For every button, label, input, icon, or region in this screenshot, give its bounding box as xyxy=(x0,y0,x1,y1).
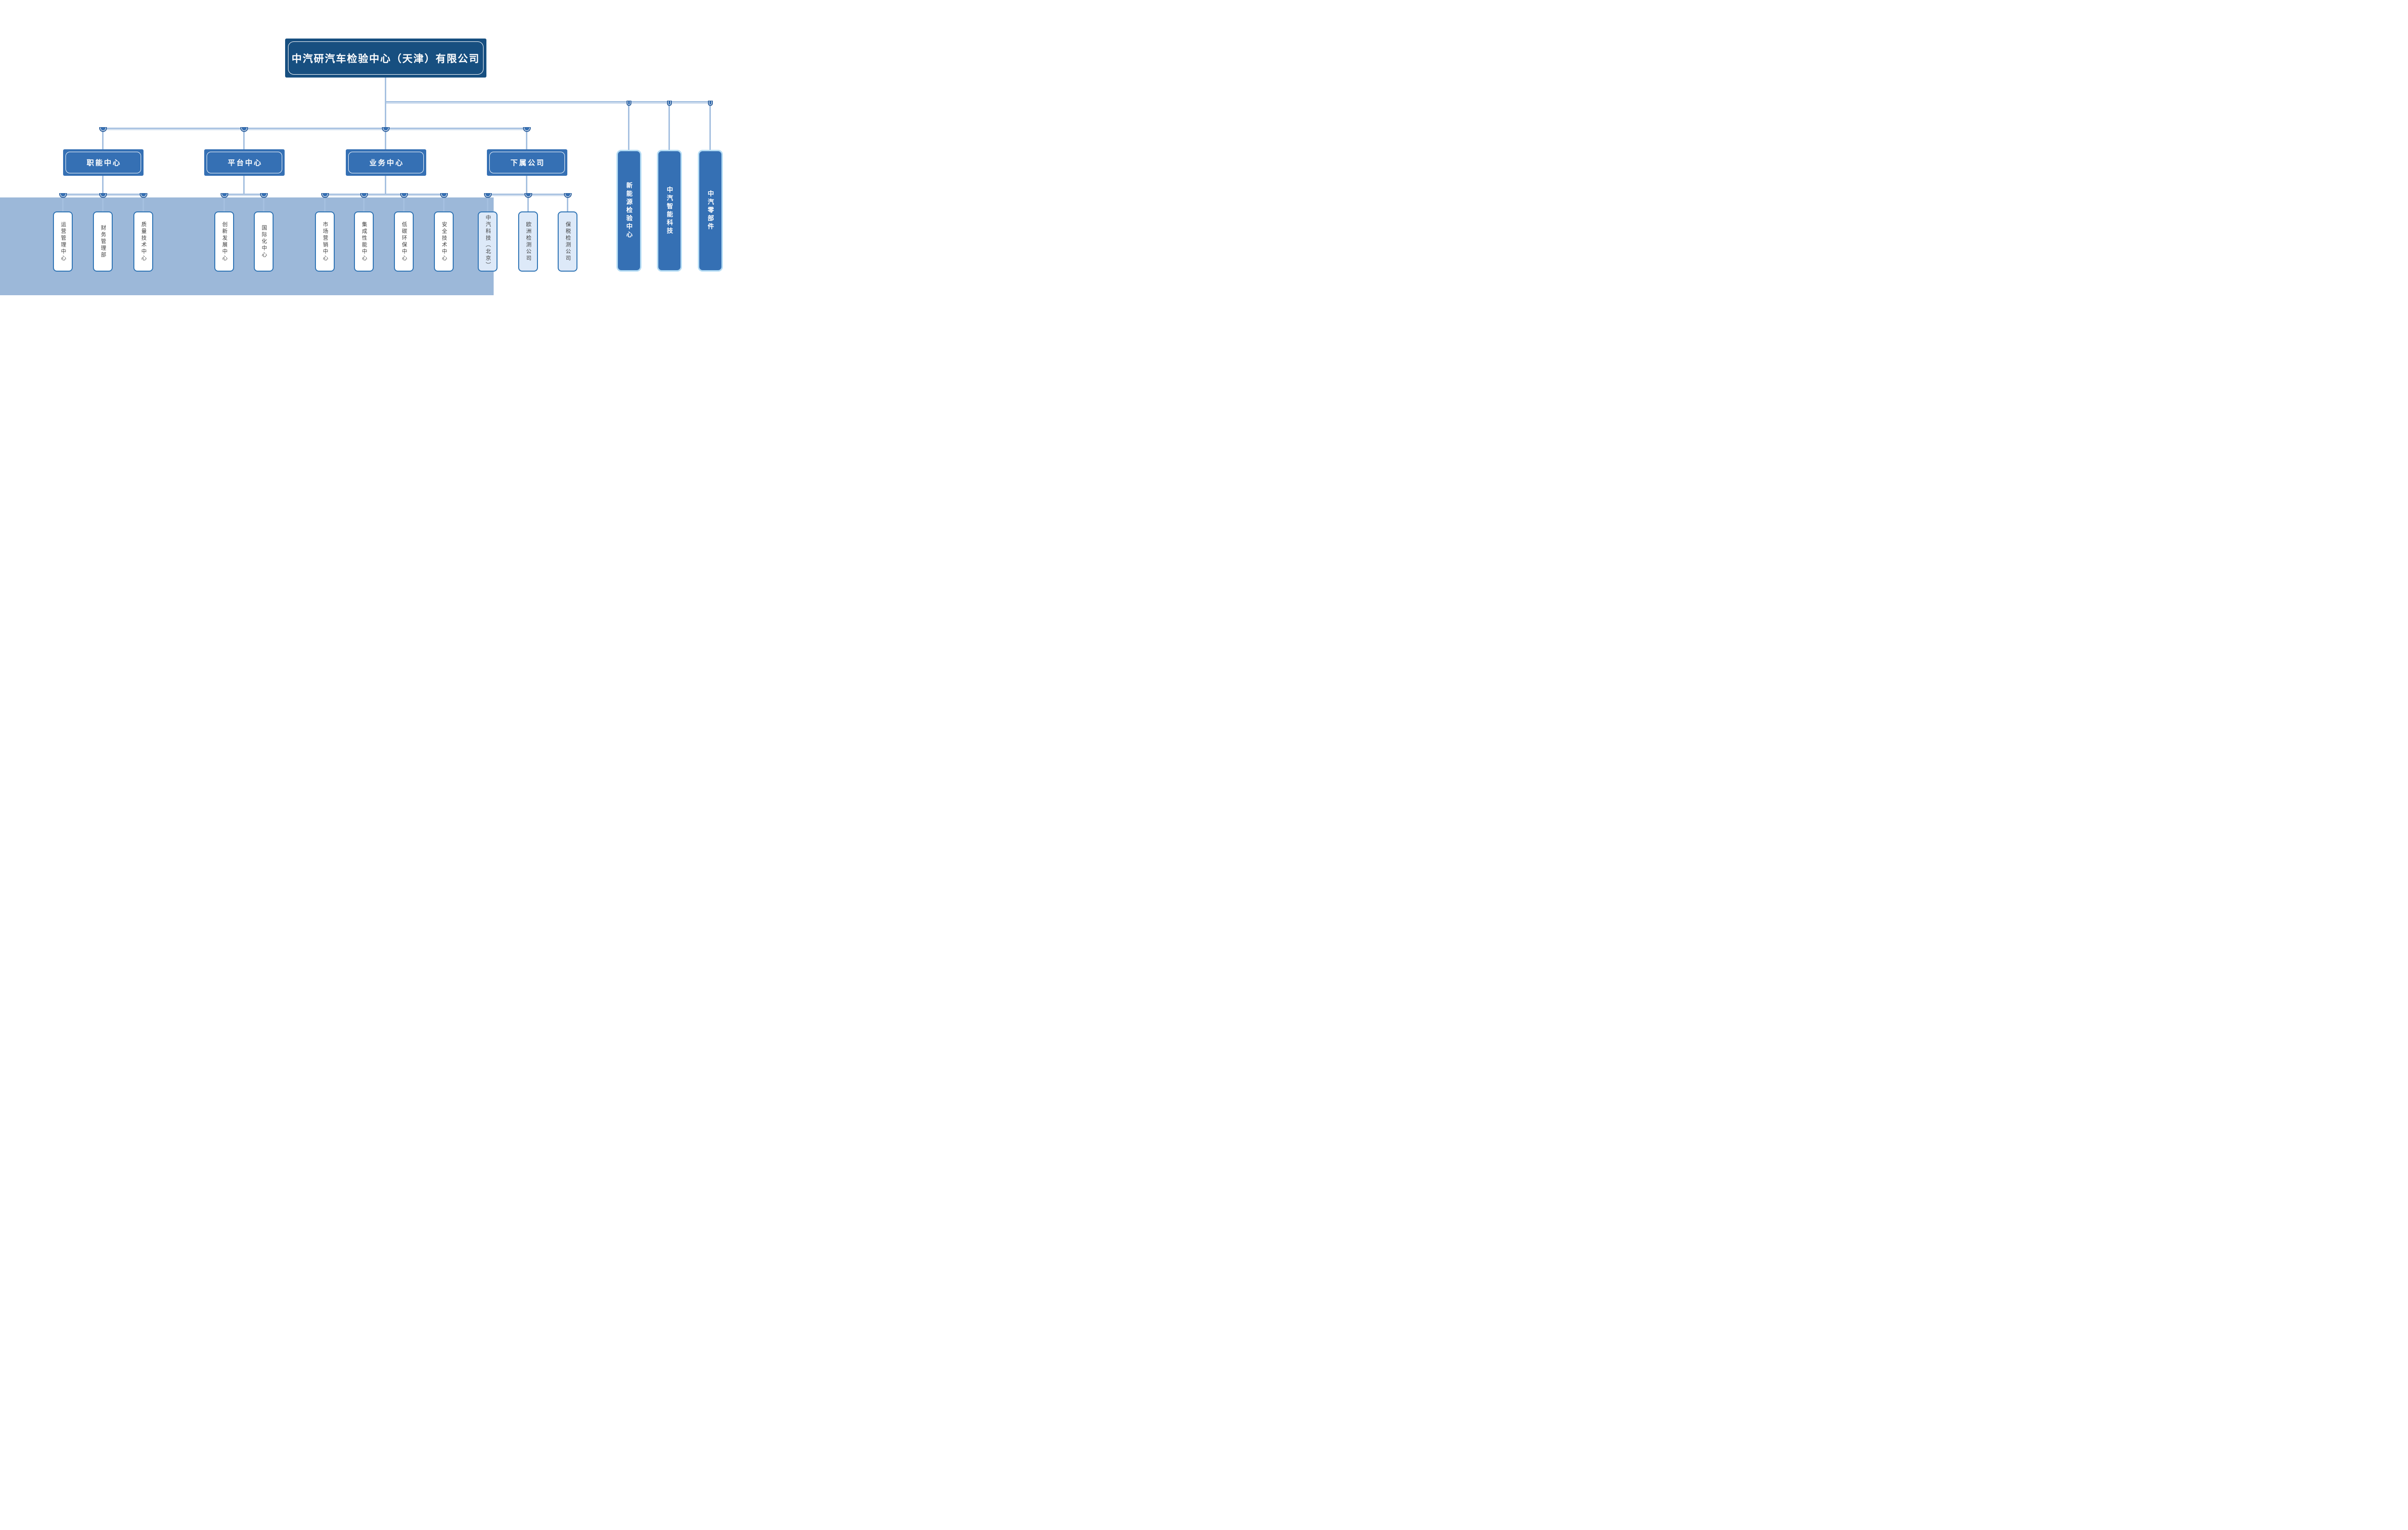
leaf-node-label: 集成性能中心 xyxy=(361,221,367,262)
connector-branch1-drop xyxy=(243,175,245,194)
connector-leaf1-stub xyxy=(102,195,104,212)
connector-branch1-stub xyxy=(243,128,245,150)
leaf-node[interactable]: 创新发展中心 xyxy=(214,211,234,272)
leaf-node-label: 运营管理中心 xyxy=(60,221,66,262)
connector-leaf7-stub xyxy=(403,195,405,212)
leaf-node-label: 低碳环保中心 xyxy=(401,221,407,262)
leaf-node[interactable]: 保税检测公司 xyxy=(558,211,577,272)
branch-node-label: 平台中心 xyxy=(227,159,262,167)
collapse-toggle-icon[interactable] xyxy=(99,127,107,132)
branch-node-label: 业务中心 xyxy=(369,159,404,167)
leaf-node-label: 中汽科技（北京） xyxy=(485,214,491,269)
leaf-node[interactable]: 市场营销中心 xyxy=(315,211,335,272)
leaf-node-label: 财务管理部 xyxy=(100,224,106,259)
connector-branch0-stub xyxy=(102,128,104,150)
collapse-toggle-icon[interactable] xyxy=(221,193,228,198)
branch-node-business[interactable]: 业务中心 xyxy=(346,149,426,176)
leaf-node-label: 欧洲检测公司 xyxy=(525,221,531,262)
leaf-node-label: 创新发展中心 xyxy=(222,221,227,262)
leaf-node-label: 市场营销中心 xyxy=(322,221,328,262)
branch-node-subsidiary[interactable]: 下属公司 xyxy=(487,149,567,176)
highlight-band xyxy=(0,197,494,295)
leaf-node[interactable]: 国际化中心 xyxy=(254,211,274,272)
affiliate-node-label: 新能源检验中心 xyxy=(625,182,633,239)
connector-branch3-stub xyxy=(526,128,527,150)
connector-affiliate0-stub xyxy=(628,103,629,150)
leaf-node-label: 安全技术中心 xyxy=(441,221,447,262)
leaf-node[interactable]: 集成性能中心 xyxy=(354,211,374,272)
root-node[interactable]: 中汽研汽车检验中心（天津）有限公司 xyxy=(285,39,486,78)
collapse-toggle-icon[interactable] xyxy=(440,193,448,198)
connector-branch2-drop xyxy=(385,175,386,194)
connector-leaf4-stub xyxy=(263,195,264,212)
leaf-node[interactable]: 中汽科技（北京） xyxy=(478,211,497,272)
connector-leaf2-stub xyxy=(143,195,144,212)
collapse-toggle-icon[interactable] xyxy=(360,193,368,198)
affiliate-node-label: 中汽智能科技 xyxy=(666,186,673,235)
connector-business-children-h xyxy=(325,194,444,196)
root-node-label: 中汽研汽车检验中心（天津）有限公司 xyxy=(291,53,480,65)
collapse-toggle-icon[interactable] xyxy=(321,193,329,198)
org-chart-canvas: 中汽研汽车检验中心（天津）有限公司 职能中心 平台中心 业务中心 下属公司 运营… xyxy=(0,0,771,306)
leaf-node[interactable]: 低碳环保中心 xyxy=(394,211,414,272)
connector-branch2-stub xyxy=(385,128,386,150)
affiliate-node-new-energy[interactable]: 新能源检验中心 xyxy=(616,150,641,272)
collapse-toggle-icon[interactable] xyxy=(524,193,532,198)
affiliate-node-intelligent-tech[interactable]: 中汽智能科技 xyxy=(657,150,682,272)
collapse-toggle-icon[interactable] xyxy=(99,193,107,198)
branch-node-functional[interactable]: 职能中心 xyxy=(63,149,144,176)
connector-leaf9-stub xyxy=(487,195,488,212)
collapse-toggle-icon[interactable] xyxy=(59,193,67,198)
branch-node-label: 下属公司 xyxy=(510,159,545,167)
connector-level1-h xyxy=(386,101,711,104)
leaf-node-label: 保税检测公司 xyxy=(565,221,571,262)
leaf-node[interactable]: 欧洲检测公司 xyxy=(518,211,538,272)
connector-leaf6-stub xyxy=(363,195,365,212)
collapse-toggle-icon[interactable] xyxy=(523,127,531,132)
collapse-toggle-icon[interactable] xyxy=(564,193,572,198)
collapse-toggle-icon[interactable] xyxy=(260,193,268,198)
leaf-node-label: 质量技术中心 xyxy=(141,221,146,262)
collapse-toggle-icon[interactable] xyxy=(240,127,248,132)
branch-node-platform[interactable]: 平台中心 xyxy=(204,149,285,176)
connector-level2-h xyxy=(103,128,527,130)
connector-branch3-drop xyxy=(526,175,527,194)
branch-node-label: 职能中心 xyxy=(86,159,121,167)
connector-leaf5-stub xyxy=(324,195,326,212)
leaf-node[interactable]: 运营管理中心 xyxy=(53,211,73,272)
connector-leaf10-stub xyxy=(527,195,529,212)
leaf-node[interactable]: 财务管理部 xyxy=(93,211,113,272)
affiliate-node-parts[interactable]: 中汽零部件 xyxy=(698,150,723,272)
collapse-toggle-icon[interactable] xyxy=(382,127,390,132)
connector-leaf0-stub xyxy=(62,195,64,212)
connector-platform-children-h xyxy=(224,194,264,196)
leaf-node[interactable]: 质量技术中心 xyxy=(133,211,153,272)
leaf-node-label: 国际化中心 xyxy=(261,224,267,259)
collapse-toggle-icon[interactable] xyxy=(627,101,631,106)
connector-root-drop xyxy=(385,78,386,129)
connector-leaf3-stub xyxy=(223,195,225,212)
connector-leaf8-stub xyxy=(443,195,445,212)
collapse-toggle-icon[interactable] xyxy=(708,101,713,106)
connector-branch0-drop xyxy=(102,175,104,194)
connector-leaf11-stub xyxy=(567,195,568,212)
connector-affiliate2-stub xyxy=(709,103,711,150)
collapse-toggle-icon[interactable] xyxy=(140,193,147,198)
affiliate-node-label: 中汽零部件 xyxy=(707,190,714,231)
collapse-toggle-icon[interactable] xyxy=(667,101,672,106)
collapse-toggle-icon[interactable] xyxy=(484,193,492,198)
leaf-node[interactable]: 安全技术中心 xyxy=(434,211,454,272)
connector-affiliate1-stub xyxy=(668,103,670,150)
collapse-toggle-icon[interactable] xyxy=(400,193,408,198)
